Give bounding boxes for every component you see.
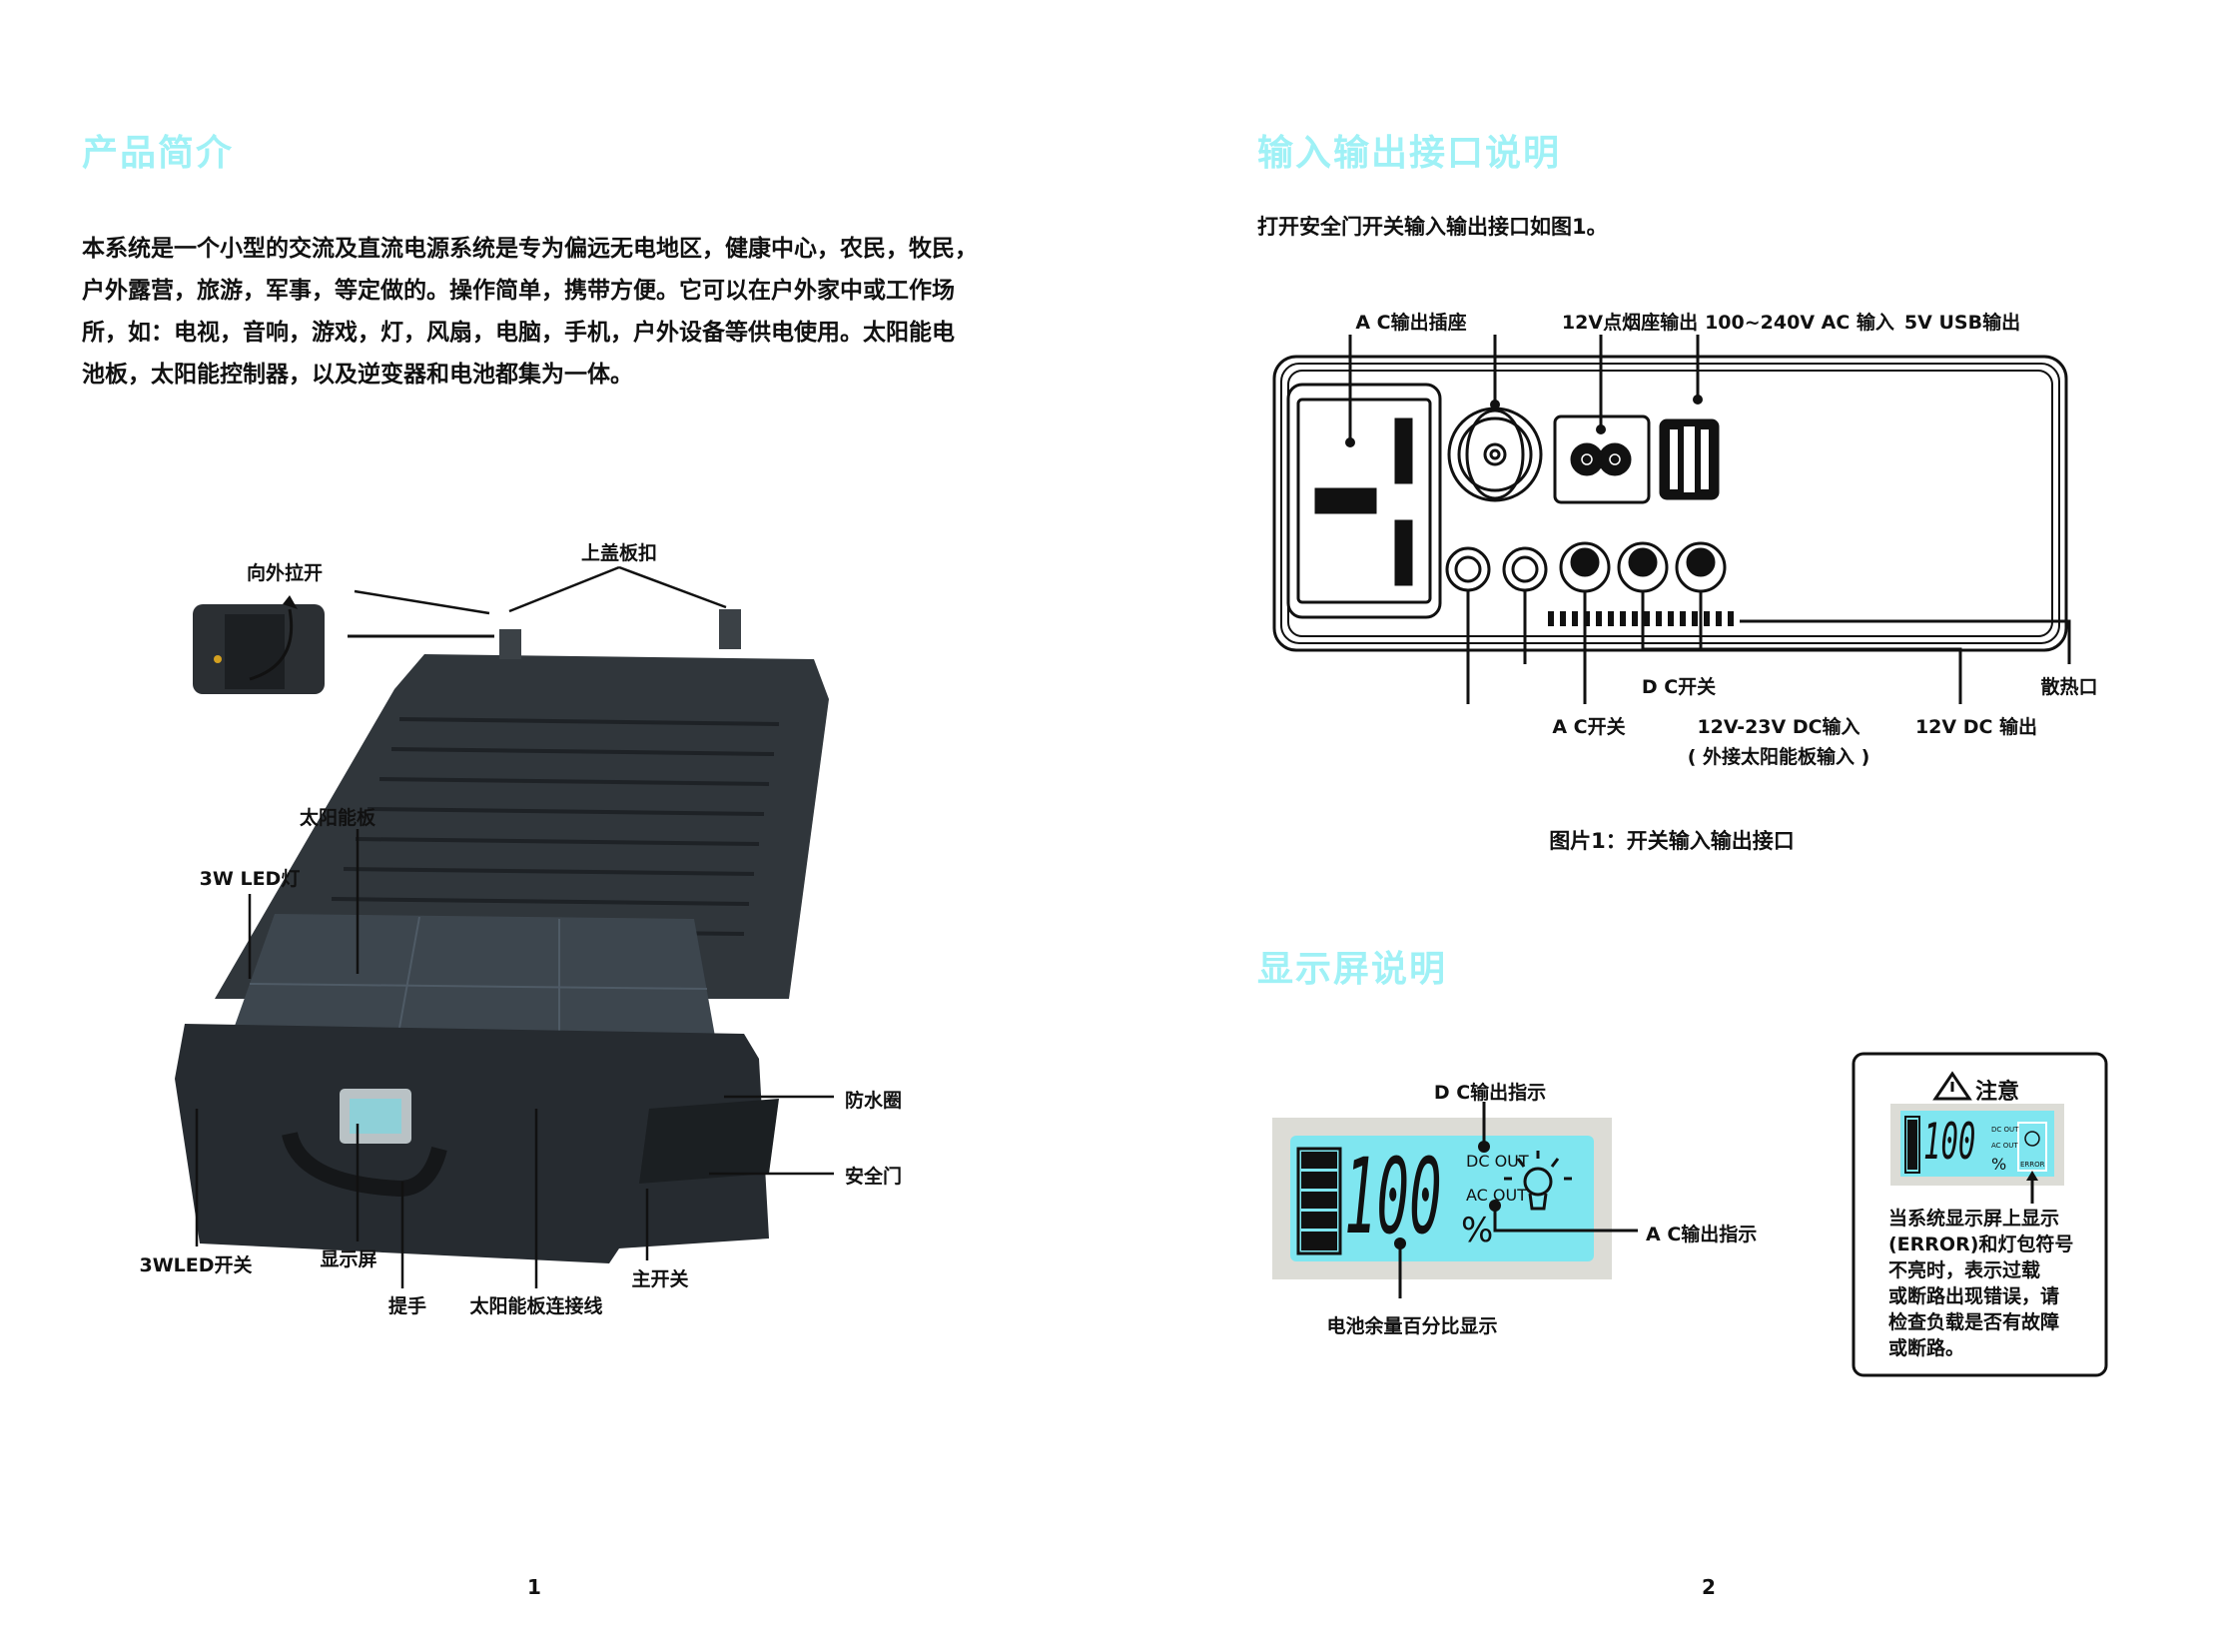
- paragraph-line: 池板，太阳能控制器，以及逆变器和电池都集为一体。: [82, 362, 633, 388]
- ac-socket: [1286, 383, 1442, 619]
- label-pull-out: 向外拉开: [246, 562, 324, 584]
- pull-arrow-icon: [249, 608, 294, 681]
- case-body: [175, 1024, 769, 1263]
- battery-icon: [1296, 1147, 1342, 1255]
- label-ac-in: 100~240V AC 输入: [1705, 312, 1894, 334]
- usb-ports: [1659, 418, 1720, 500]
- label-main-switch: 主开关: [631, 1268, 689, 1290]
- label-dc-in: 12V-23V DC输入: [1697, 716, 1860, 738]
- label-usb-out: 5V USB输出: [1903, 312, 2021, 334]
- dc-jacks: [1559, 541, 1727, 593]
- label-safety-door: 安全门: [845, 1166, 903, 1188]
- label-ac-socket: A C输出插座: [1355, 312, 1467, 334]
- note-line: 当系统显示屏上显示: [1888, 1208, 2060, 1230]
- ac-switch: [1445, 546, 1491, 592]
- paragraph-line: 所，如：电视，音响，游戏，灯，风扇，电脑，手机，户外设备等供电使用。太阳能电: [82, 320, 955, 346]
- intro-paragraph: 本系统是一个小型的交流及直流电源系统是专为偏远无电地区，健康中心，农民，牧民， …: [82, 228, 978, 396]
- cigarette-lighter-socket: [1447, 407, 1543, 502]
- dc-switch: [1502, 546, 1548, 592]
- lcd-diagram: [1272, 1102, 1638, 1298]
- label-dc-in-note: ( 外接太阳能板输入 ): [1687, 746, 1870, 768]
- page-title-intro: 产品简介: [82, 133, 235, 174]
- label-led-light: 3W LED灯: [199, 868, 301, 890]
- case-handle: [282, 1131, 447, 1198]
- bulb-icon: [1504, 1151, 1572, 1211]
- product-photo: [175, 565, 834, 1288]
- note-lcd-dc-out: DC OUT: [1991, 1126, 2019, 1134]
- note-title: 注意: [1975, 1080, 2020, 1105]
- safety-door: [639, 1099, 779, 1184]
- note-lcd-value: 100: [1923, 1113, 1976, 1171]
- warning-icon: [1932, 1071, 1972, 1101]
- label-display: 显示屏: [320, 1248, 377, 1270]
- page-number: 2: [1702, 1575, 1716, 1599]
- bulb-off-icon: [2024, 1131, 2040, 1147]
- note-lcd-error: ERROR: [2020, 1161, 2045, 1169]
- note-lcd-percent: %: [1991, 1155, 2007, 1174]
- paragraph-line: 本系统是一个小型的交流及直流电源系统是专为偏远无电地区，健康中心，农民，牧民，: [82, 236, 978, 262]
- label-dc-switch: D C开关: [1641, 676, 1717, 698]
- lcd-percent-sign: %: [1461, 1211, 1494, 1250]
- label-lid-latch: 上盖板扣: [580, 542, 658, 564]
- lcd-dc-out: DC OUT: [1466, 1152, 1529, 1171]
- vents: [1548, 611, 1734, 626]
- note-line: 或断路。: [1888, 1337, 1965, 1359]
- label-dc-indicator: D C输出指示: [1433, 1082, 1547, 1104]
- label-vent: 散热口: [2040, 676, 2098, 698]
- figure-caption: 图片1：开关输入输出接口: [1549, 829, 1795, 853]
- page-number: 1: [527, 1575, 541, 1599]
- label-handle: 提手: [387, 1295, 427, 1317]
- page-title-display: 显示屏说明: [1257, 949, 1448, 990]
- label-battery-percent: 电池余量百分比显示: [1326, 1315, 1498, 1337]
- io-intro: 打开安全门开关输入输出接口如图1。: [1257, 215, 1608, 239]
- page-title-io: 输入输出接口说明: [1257, 133, 1562, 174]
- label-dc-out: 12V DC 输出: [1914, 716, 2038, 738]
- note-box: [1852, 1052, 2108, 1377]
- lcd-percent-value: 100: [1344, 1136, 1442, 1257]
- lcd-ac-out: AC OUT: [1466, 1186, 1527, 1205]
- note-line: 检查负载是否有故障: [1888, 1311, 2060, 1333]
- label-waterproof-ring: 防水圈: [845, 1090, 903, 1112]
- label-led-switch: 3WLED开关: [139, 1254, 253, 1276]
- paragraph-line: 户外露营，旅游，军事，等定做的。操作简单，携带方便。它可以在户外家中或工作场: [82, 278, 955, 304]
- note-line: 不亮时，表示过载: [1888, 1259, 2041, 1281]
- case-lid: [215, 654, 829, 999]
- label-cig-out: 12V点烟座输出: [1561, 312, 1699, 334]
- label-solar-cable: 太阳能板连接线: [469, 1295, 603, 1317]
- note-line: 或断路出现错误，请: [1888, 1285, 2060, 1307]
- io-panel-diagram: [1272, 335, 2071, 704]
- label-solar-panel: 太阳能板: [299, 807, 376, 829]
- note-text: 当系统显示屏上显示 (ERROR)和灯包符号 不亮时，表示过载 或断路出现错误，…: [1888, 1206, 2073, 1361]
- label-ac-indicator: A C输出指示: [1646, 1224, 1758, 1245]
- note-line: (ERROR)和灯包符号: [1888, 1234, 2074, 1255]
- note-lcd-ac-out: AC OUT: [1991, 1142, 2018, 1150]
- leader-lines: [1348, 335, 2071, 704]
- label-ac-switch: A C开关: [1552, 716, 1626, 738]
